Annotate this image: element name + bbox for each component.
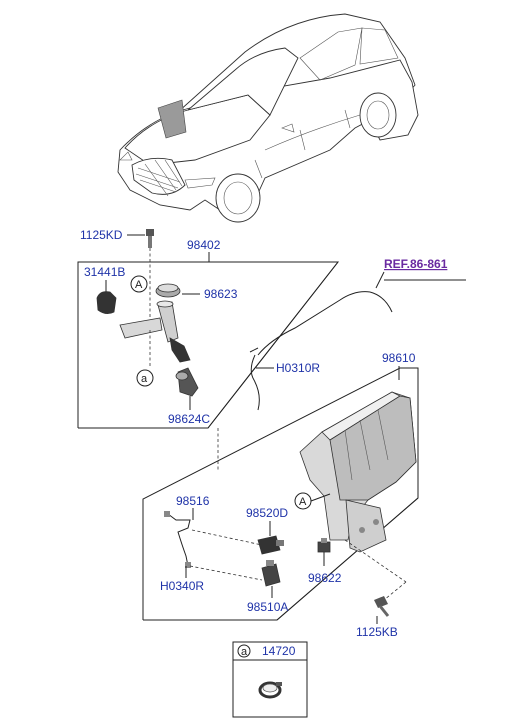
lower-cap-part (175, 367, 199, 397)
level-sensor-part (261, 560, 281, 587)
label-1125kb: 1125KB (356, 625, 398, 639)
label-98623: 98623 (204, 287, 238, 301)
label-98610: 98610 (382, 351, 416, 365)
lower-group: 98610 A 98516 98520D (142, 351, 419, 621)
callout-A-upper-letter: A (135, 279, 143, 291)
label-h0310r: H0310R (276, 361, 320, 375)
car-illustration (117, 13, 419, 223)
clamp-part (258, 681, 282, 699)
label-31441b: 31441B (84, 265, 125, 279)
clamp-legend-table: a 14720 (232, 641, 308, 718)
label-h0340r: H0340R (160, 579, 204, 593)
callout-A-lower-letter: A (299, 496, 307, 508)
label-98402: 98402 (187, 238, 221, 252)
filler-neck-part (119, 300, 191, 363)
callout-a-upper (136, 369, 154, 387)
label-98624c: 98624C (168, 412, 210, 426)
lower-hose-part (164, 511, 191, 568)
callout-a-legend (237, 644, 251, 658)
grommet-part (317, 538, 331, 553)
reservoir-tank-part (299, 391, 417, 553)
callout-a-legend-letter: a (241, 646, 248, 658)
callout-a-upper-letter: a (141, 373, 148, 385)
washer-pump-part (257, 535, 284, 555)
label-98516: 98516 (176, 494, 210, 508)
seal-part (96, 291, 117, 314)
label-98622: 98622 (308, 571, 342, 585)
cap-part (155, 283, 181, 298)
upper-group: 1125KD 98402 31441B A 98623 (77, 228, 340, 429)
label-98520d: 98520D (246, 506, 288, 520)
label-1125kd: 1125KD (80, 228, 123, 242)
ref-86-861[interactable]: REF.86-861 (384, 257, 448, 271)
label-98510a: 98510A (247, 600, 288, 614)
label-14720: 14720 (262, 644, 296, 658)
bolt-bottom-icon (374, 596, 390, 617)
callout-A-upper (130, 275, 148, 293)
bolt-icon (146, 229, 154, 248)
